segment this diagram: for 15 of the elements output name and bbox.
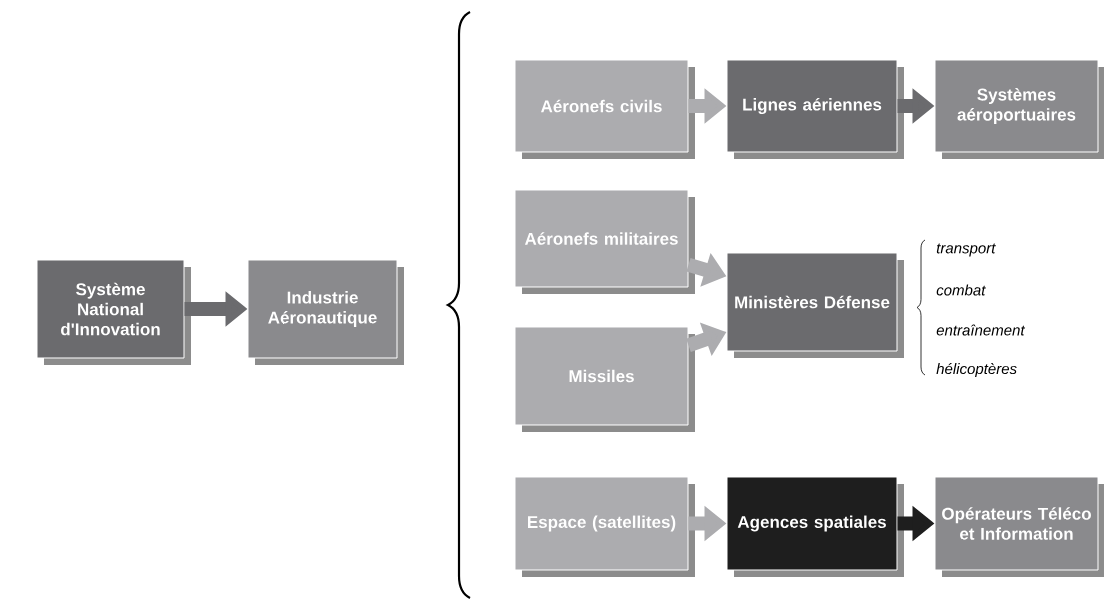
list-item: entraînement xyxy=(936,324,1026,336)
process-box: Opérateurs Téléco et Information xyxy=(934,476,1104,577)
process-box: Lignes aériennes xyxy=(726,59,904,159)
process-box: Espace (satellites) xyxy=(514,476,695,577)
process-box: Industrie Aéronautique xyxy=(247,259,404,365)
list-item: hélicoptères xyxy=(936,362,1017,378)
list-item: transport xyxy=(936,243,996,257)
process-box: Systèmes aéroportuaires xyxy=(934,59,1104,159)
process-box: Ministères Défense xyxy=(726,252,904,358)
process-box: Aéronefs civils xyxy=(514,59,695,159)
process-box: Missiles xyxy=(514,326,695,432)
process-box: Agences spatiales xyxy=(726,476,904,577)
process-box: Aéronefs militaires xyxy=(514,189,695,294)
list-item: combat xyxy=(936,284,986,296)
process-box: Système National d'Innovation xyxy=(36,259,191,365)
